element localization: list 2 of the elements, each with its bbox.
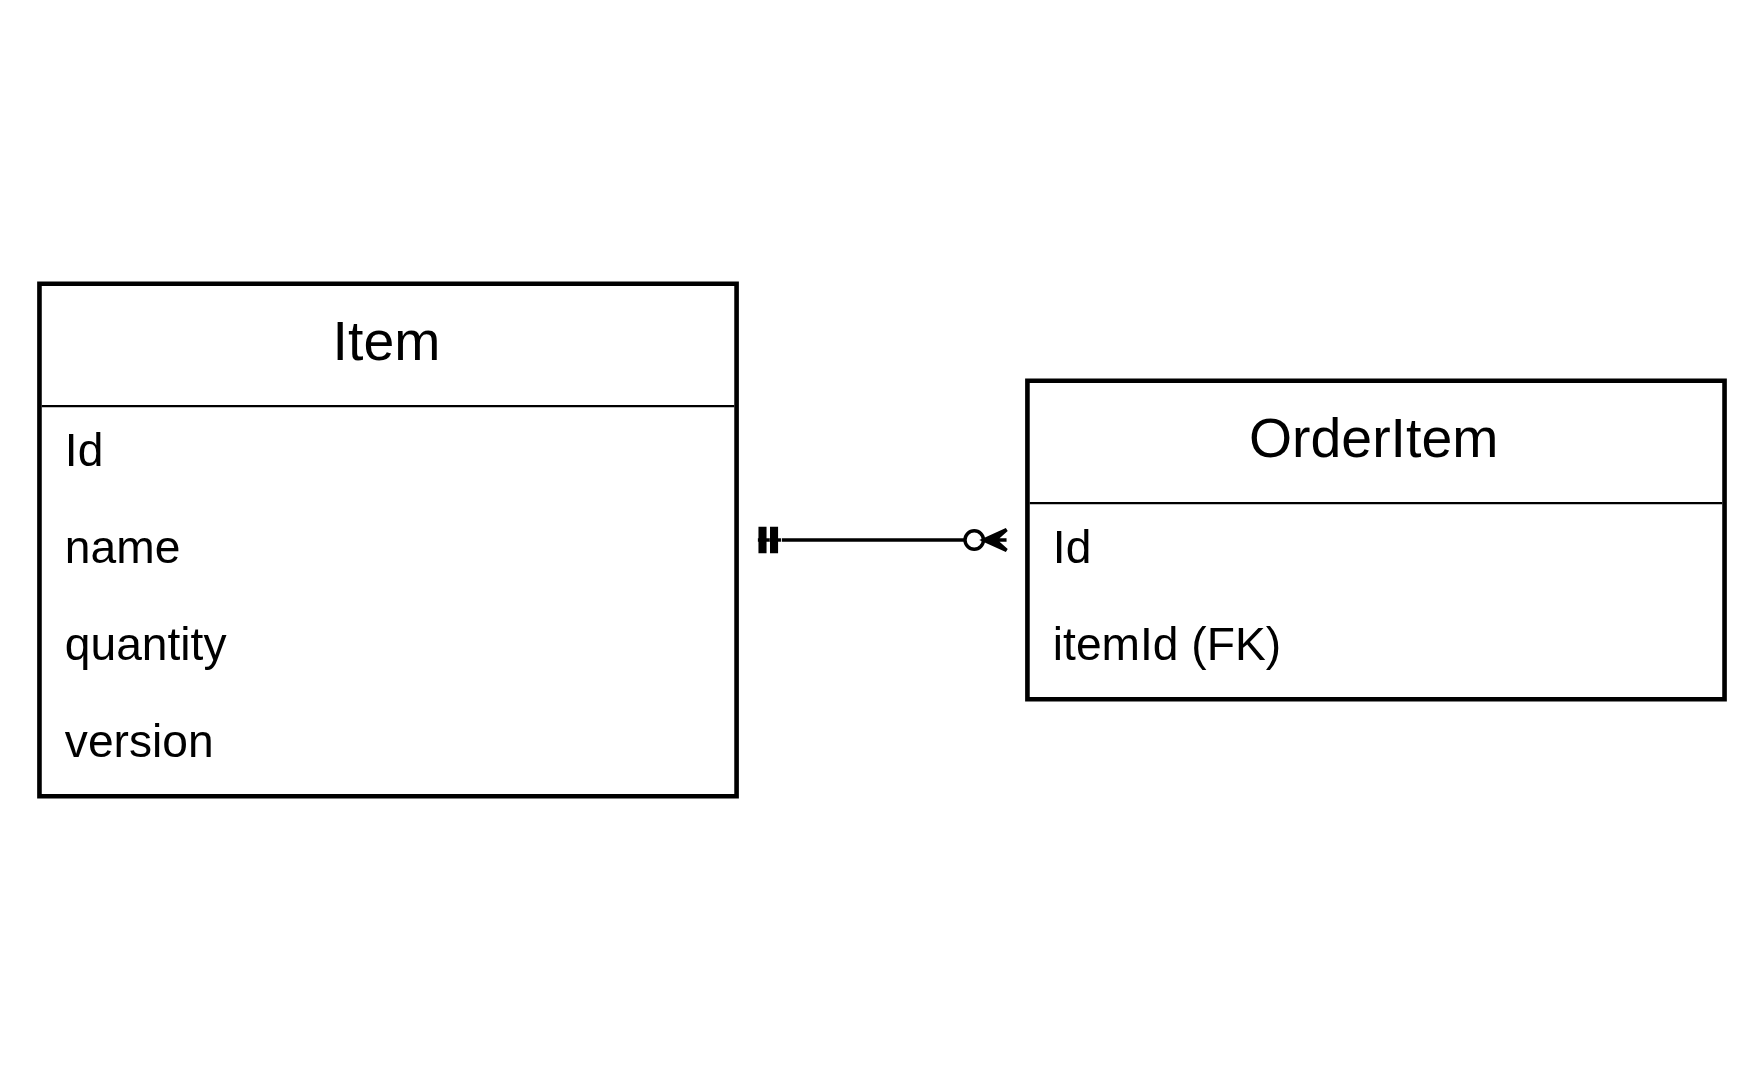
node-box: OrderItem Id itemId (FK) — [1025, 378, 1727, 702]
node-box: Item Id name quantity version — [37, 281, 739, 799]
